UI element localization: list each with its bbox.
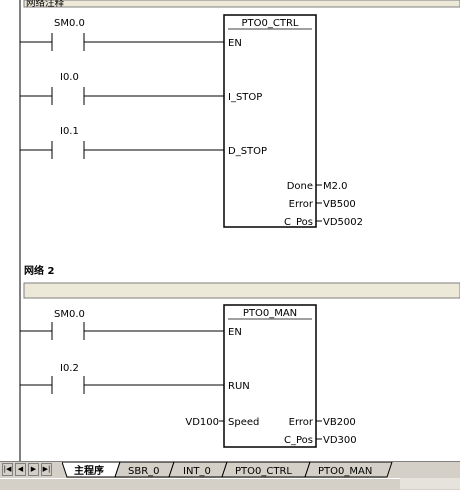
- operand-vd100[interactable]: VD100: [185, 417, 219, 428]
- network2-label: 网络 2: [24, 264, 54, 277]
- pin-error-2: Error: [289, 417, 314, 428]
- next-icon[interactable]: ▶: [28, 463, 39, 476]
- tab-pto0-ctrl[interactable]: PTO0_CTRL: [221, 462, 311, 478]
- tab-pto0-man[interactable]: PTO0_MAN: [304, 462, 393, 478]
- contact-i02[interactable]: [20, 376, 224, 394]
- tab-sbr0-label: SBR_0: [128, 466, 160, 477]
- contact-label-i01: I0.1: [60, 126, 79, 137]
- tab-int0[interactable]: INT_0: [168, 462, 228, 478]
- contact-sm00-n2[interactable]: [20, 322, 224, 340]
- tab-main-label: 主程序: [74, 464, 104, 477]
- first-icon[interactable]: |◀: [2, 463, 13, 476]
- pin-c-pos-2: C_Pos: [284, 435, 313, 446]
- horizontal-scrollbar[interactable]: [400, 478, 460, 489]
- network2-comment-bar[interactable]: [23, 282, 460, 299]
- block-title-pto0-ctrl: PTO0_CTRL: [242, 18, 299, 29]
- contact-label-i02: I0.2: [60, 363, 79, 374]
- tab-bar: |◀ ◀ ▶ ▶| 主程序 SBR_0 INT_0 PTO0_CTRL PTO0…: [0, 461, 460, 478]
- tab-strip: 主程序 SBR_0 INT_0 PTO0_CTRL PTO0_MAN: [62, 462, 393, 478]
- pin-speed: Speed: [228, 417, 259, 428]
- pin-i-stop: I_STOP: [228, 92, 262, 103]
- last-icon[interactable]: ▶|: [41, 463, 52, 476]
- block-pto0-man[interactable]: [223, 304, 317, 448]
- contact-label-sm00: SM0.0: [54, 18, 85, 29]
- pin-run: RUN: [228, 381, 250, 392]
- operand-m20[interactable]: M2.0: [323, 181, 348, 192]
- operand-vb200[interactable]: VB200: [323, 417, 356, 428]
- status-bar: [0, 478, 460, 490]
- pin-en: EN: [228, 38, 242, 49]
- ladder-diagram: 网络注释 SM0.0 I0.0 I0.1 PTO0_CTRL EN I_STOP…: [19, 0, 460, 462]
- tab-sbr0[interactable]: SBR_0: [114, 462, 175, 478]
- block-pto0-ctrl[interactable]: [223, 14, 317, 228]
- pin-en-n2: EN: [228, 327, 242, 338]
- operand-vd300[interactable]: VD300: [323, 435, 357, 446]
- contact-sm00[interactable]: [20, 33, 224, 51]
- network1-comment: 网络注释: [26, 0, 65, 9]
- pin-d-stop: D_STOP: [228, 146, 267, 157]
- operand-vd5002[interactable]: VD5002: [323, 217, 363, 228]
- pin-done: Done: [287, 181, 313, 192]
- tab-main[interactable]: 主程序: [62, 462, 121, 478]
- tab-pto0-ctrl-label: PTO0_CTRL: [235, 466, 292, 477]
- pin-c-pos-1: C_Pos: [284, 217, 313, 228]
- tab-pto0-man-label: PTO0_MAN: [318, 466, 372, 477]
- block-title-pto0-man: PTO0_MAN: [243, 308, 297, 319]
- tab-int0-label: INT_0: [183, 466, 211, 477]
- prev-icon[interactable]: ◀: [15, 463, 26, 476]
- contact-i00[interactable]: [20, 87, 224, 105]
- contact-label-sm00-n2: SM0.0: [54, 309, 85, 320]
- operand-vb500[interactable]: VB500: [323, 199, 356, 210]
- pin-error-1: Error: [289, 199, 314, 210]
- network1-header-bar[interactable]: [23, 0, 460, 8]
- contact-i01[interactable]: [20, 141, 224, 159]
- contact-label-i00: I0.0: [60, 72, 79, 83]
